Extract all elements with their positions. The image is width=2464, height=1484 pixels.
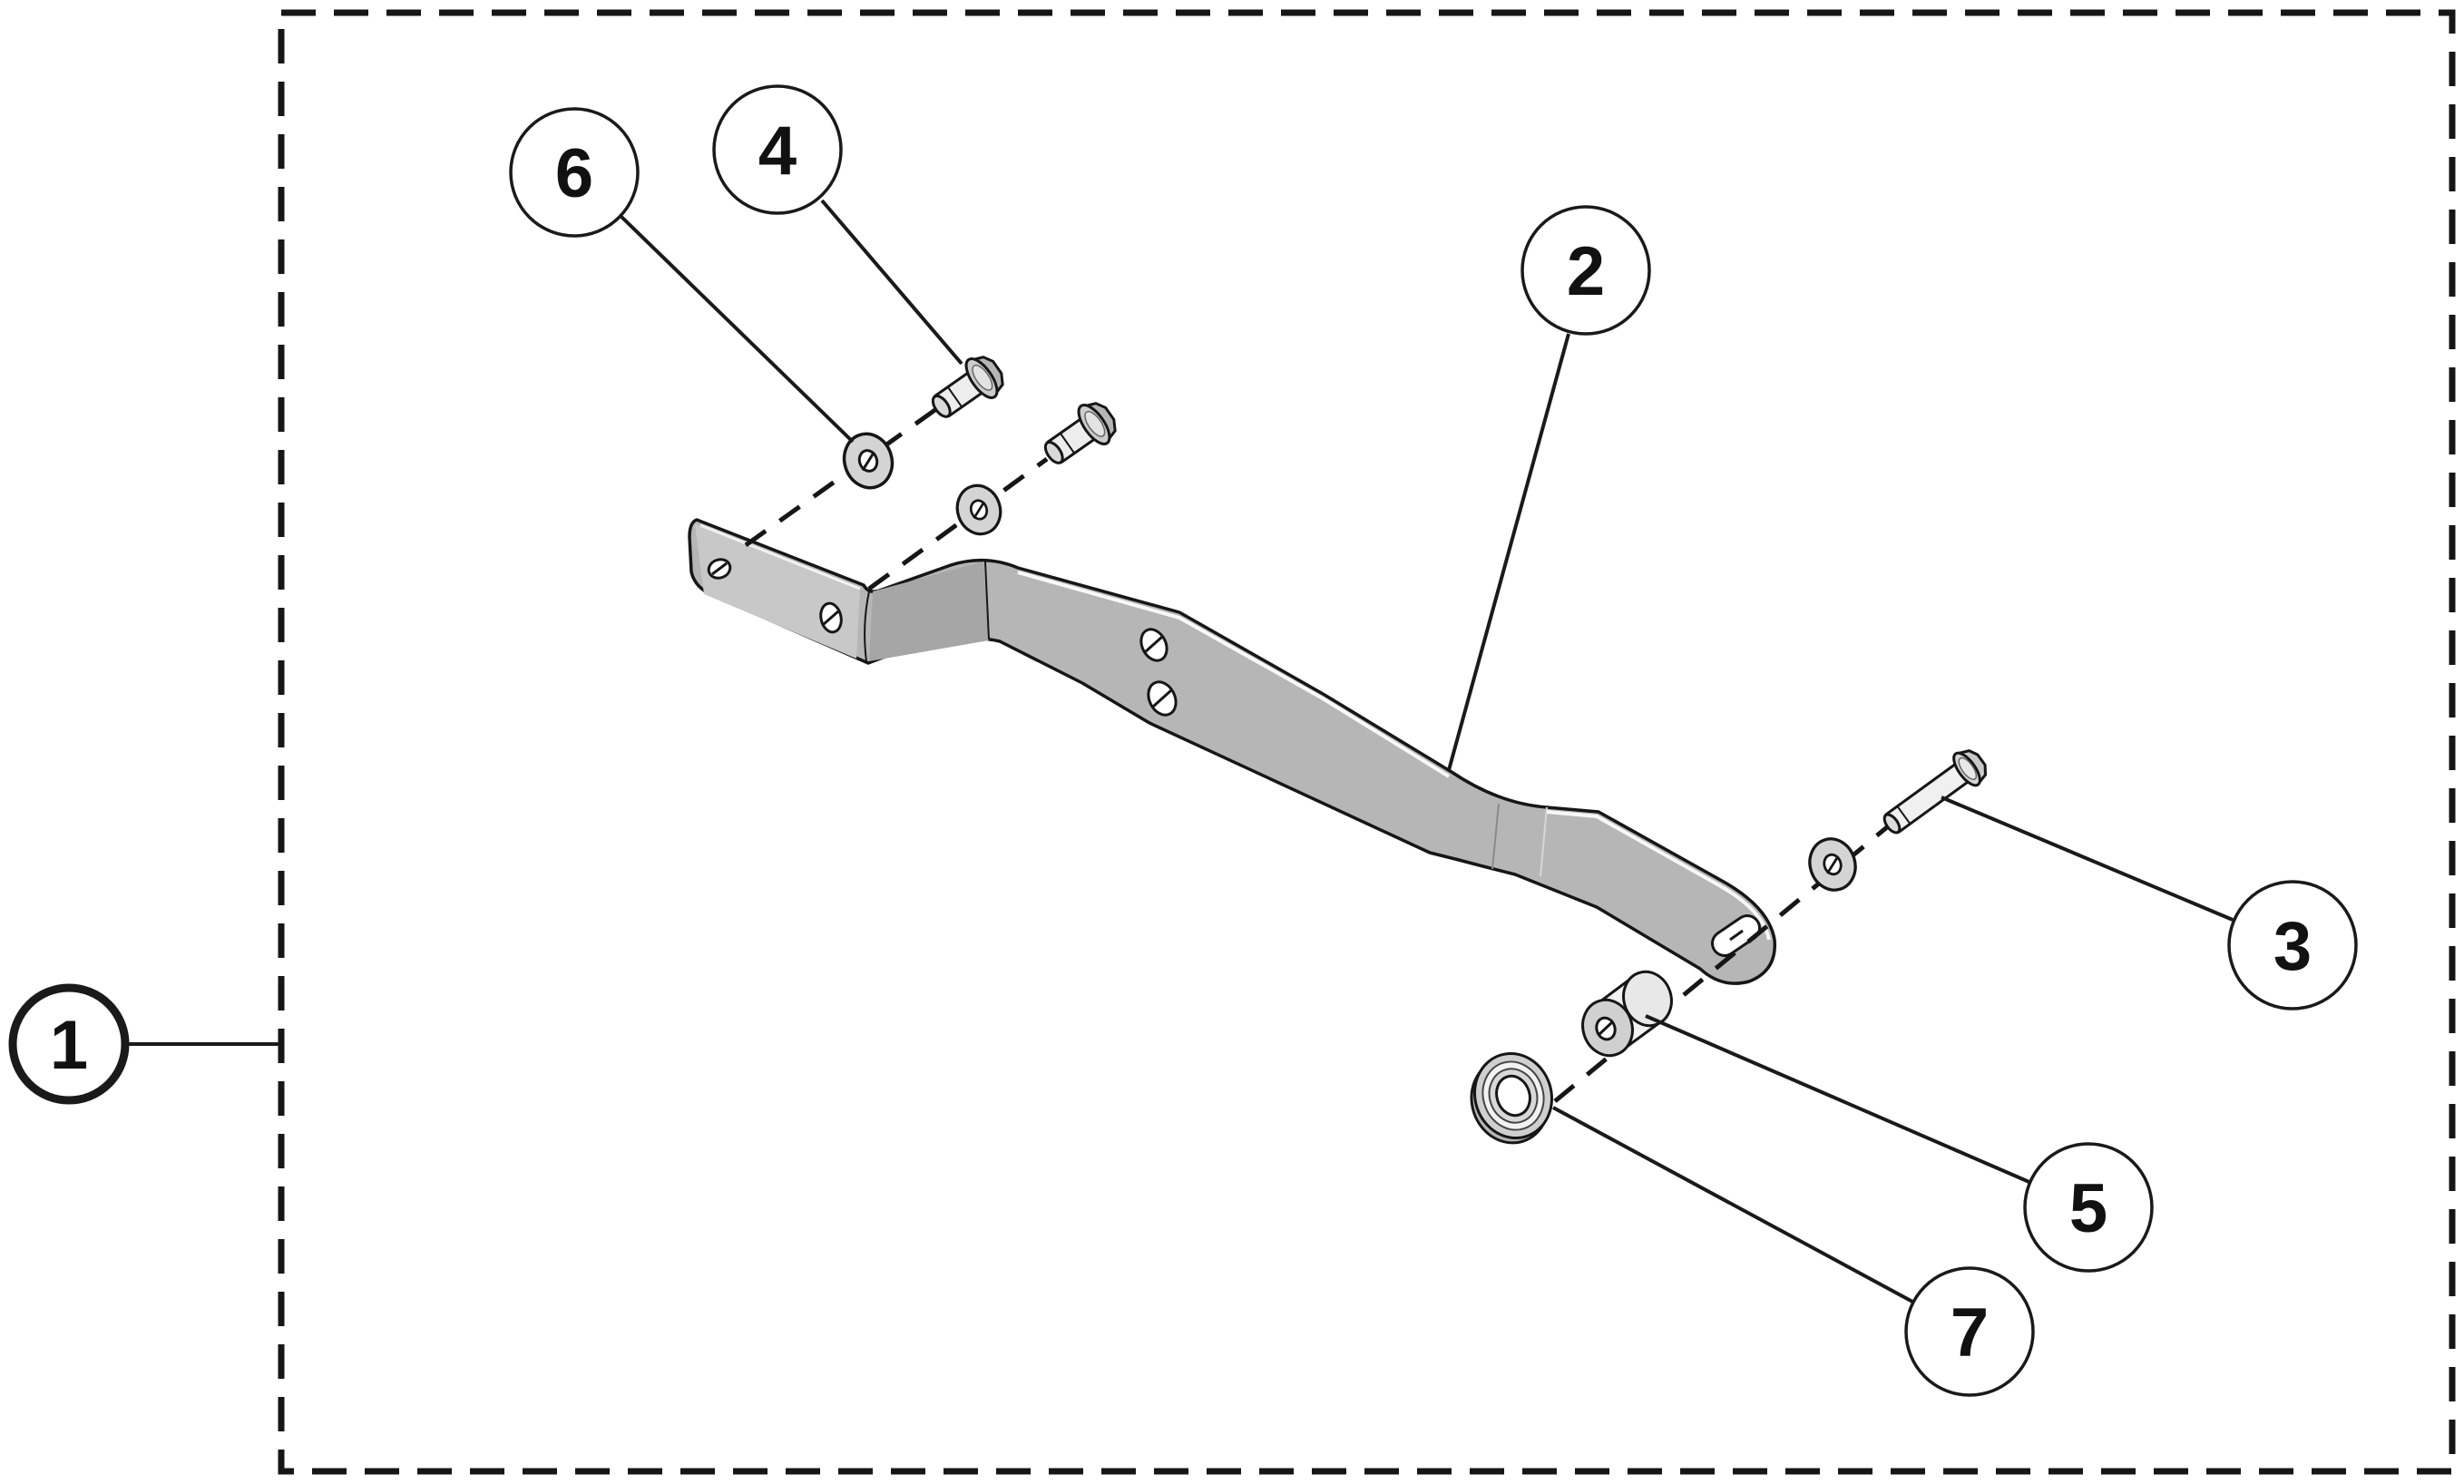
leader-line-3 (1941, 796, 2234, 922)
bracket-part (688, 518, 1776, 985)
assembly-boundary-border (278, 9, 2456, 1475)
bracket-hole-tab (707, 558, 732, 580)
callout-2-circle (1520, 205, 1651, 336)
callout-5-circle (2023, 1142, 2154, 1273)
callout-7-circle (1904, 1266, 2035, 1397)
washer-middle (949, 478, 1009, 542)
bracket-jog-highlight (1540, 806, 1548, 877)
bearing (1470, 1051, 1554, 1145)
callout-3-number: 3 (2273, 908, 2312, 985)
bracket-hole-middle-lower (1147, 680, 1178, 717)
bracket-bend-crease-right (984, 561, 990, 640)
callout-1: 1 (8, 983, 130, 1105)
bushing (1581, 970, 1673, 1058)
flange-bolt-right (1034, 393, 1125, 476)
bracket-tab-highlight (699, 523, 861, 591)
bracket-top-edge-highlight (1017, 571, 1451, 778)
callout-4-number: 4 (758, 112, 797, 190)
callout-4: 4 (712, 84, 843, 215)
callout-6-number: 6 (555, 135, 593, 212)
callout-3: 3 (2227, 880, 2358, 1010)
callout-2-number: 2 (1567, 233, 1605, 310)
flange-bolt-left (922, 347, 1012, 430)
bracket-jog-crease (1491, 803, 1500, 870)
callout-6: 6 (509, 107, 640, 238)
assembly-axis-right (1553, 821, 1894, 1103)
callout-6-circle (509, 107, 640, 238)
callout-7: 7 (1904, 1266, 2035, 1397)
bracket-top-edge-highlight-right (1546, 810, 1771, 941)
leader-line-2 (1447, 333, 1570, 771)
hex-bolt (1882, 749, 1988, 835)
leader-line-6 (619, 214, 855, 444)
bracket-left-arm-face (695, 524, 860, 659)
callout-4-circle (712, 84, 843, 215)
callout-5-number: 5 (2069, 1170, 2107, 1247)
callout-1-circle (8, 983, 130, 1105)
leader-line-4 (820, 199, 963, 366)
callout-1-number: 1 (50, 1007, 88, 1084)
bracket-bend-crease-left (864, 591, 870, 662)
assembly-axis-left-lower (867, 456, 1049, 591)
callout-3-circle (2227, 880, 2358, 1010)
leader-line-5 (1645, 1014, 2032, 1185)
leader-line-7 (1552, 1106, 1915, 1304)
bracket-hole-middle-upper (1139, 628, 1168, 662)
bracket-hole-arm (819, 601, 843, 634)
callout-5: 5 (2023, 1142, 2154, 1273)
callout-7-number: 7 (1951, 1294, 1989, 1372)
bracket-slot-end (1711, 914, 1761, 957)
callout-2: 2 (1520, 205, 1651, 336)
bracket-bend-face (869, 561, 989, 661)
